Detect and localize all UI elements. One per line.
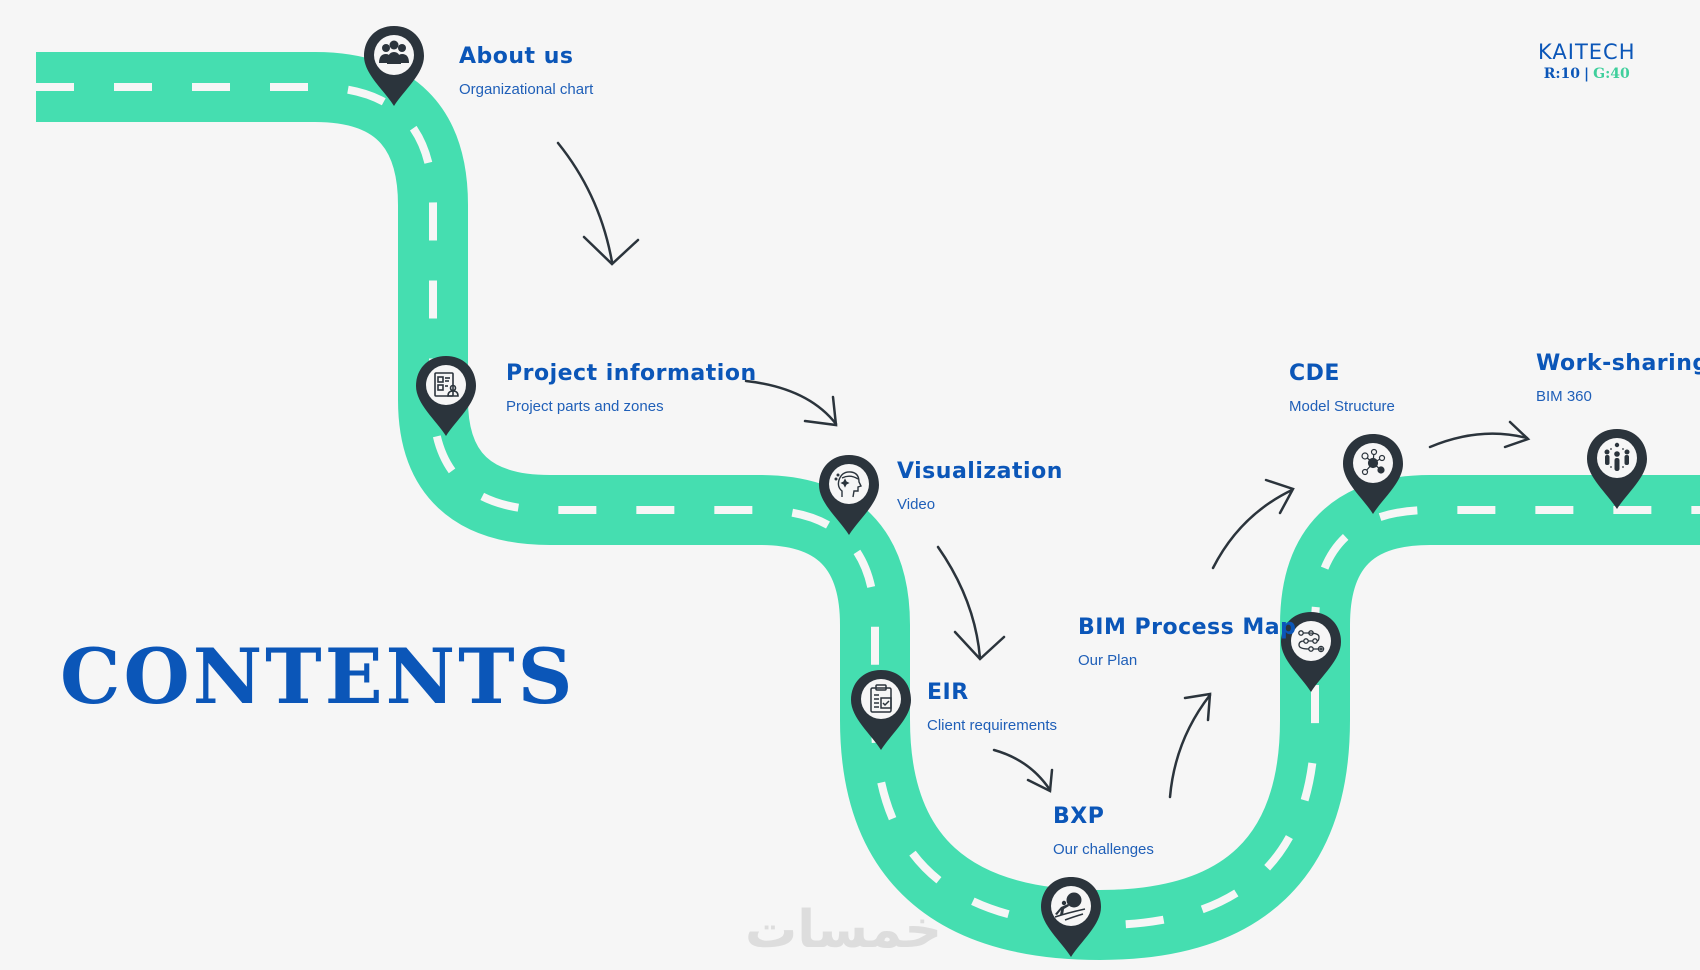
stop-work-sharing[interactable]: Work-sharing BIM 360 — [1536, 351, 1700, 405]
stop-cde[interactable]: CDE Model Structure — [1289, 361, 1395, 415]
stop-title: Work-sharing — [1536, 351, 1700, 376]
stop-subtitle: Client requirements — [927, 717, 1058, 734]
stop-bim-process-map[interactable]: BIM Process Map Our Plan — [1078, 615, 1296, 669]
road-center-dashes — [36, 83, 1700, 930]
stop-subtitle: Project parts and zones — [506, 398, 664, 415]
person-pushing-boulder-icon — [1054, 892, 1086, 921]
logo-separator: | — [1584, 66, 1590, 82]
stop-visualization[interactable]: Visualization Video — [897, 459, 1063, 513]
stop-title: BIM Process Map — [1078, 615, 1297, 640]
pin-cde[interactable] — [1341, 432, 1405, 516]
pin-project-information[interactable] — [414, 354, 478, 438]
group-people-icon — [379, 40, 409, 64]
stop-bxp[interactable]: BXP Our challenges — [1053, 804, 1154, 858]
stop-subtitle: Our Plan — [1078, 652, 1138, 669]
stop-subtitle: Video — [897, 496, 936, 513]
pin-visualization[interactable] — [817, 453, 881, 537]
pin-eir[interactable] — [849, 668, 913, 752]
clipboard-checklist-icon — [870, 684, 892, 713]
stop-project-information[interactable]: Project information Project parts and zo… — [506, 361, 757, 415]
pin-work-sharing[interactable] — [1585, 427, 1649, 511]
logo-code-r: R:10 — [1543, 66, 1581, 82]
logo-code-g: G:40 — [1593, 66, 1630, 82]
stop-about-us[interactable]: About us Organizational chart — [459, 44, 593, 98]
stop-subtitle: Our challenges — [1053, 841, 1154, 858]
kaitech-logo: KAITECH R:10|G:40 — [1538, 40, 1636, 82]
stop-subtitle: BIM 360 — [1536, 388, 1592, 405]
pin-bxp[interactable] — [1039, 875, 1103, 959]
network-people-icon — [1361, 448, 1386, 476]
stop-title: EIR — [927, 680, 969, 705]
stop-title: BXP — [1053, 804, 1105, 829]
team-circle-icon — [1604, 442, 1630, 471]
logo-brand: KAITECH — [1538, 40, 1636, 64]
pin-about-us[interactable] — [362, 24, 426, 108]
stop-title: CDE — [1289, 361, 1340, 386]
process-path-icon — [1298, 630, 1325, 653]
watermark: خمسات — [745, 900, 943, 960]
page-title: CONTENTS — [60, 632, 576, 721]
stop-title: About us — [459, 44, 574, 69]
stop-eir[interactable]: EIR Client requirements — [927, 680, 1057, 734]
stop-subtitle: Model Structure — [1289, 398, 1395, 415]
pin-bim-process-map[interactable] — [1279, 610, 1343, 694]
stop-title: Visualization — [897, 459, 1063, 484]
logo-codes: R:10|G:40 — [1538, 66, 1636, 82]
stop-title: Project information — [506, 361, 757, 386]
head-vr-headset-icon — [834, 471, 862, 498]
stop-subtitle: Organizational chart — [459, 81, 594, 98]
document-checklist-person-icon — [434, 372, 459, 397]
